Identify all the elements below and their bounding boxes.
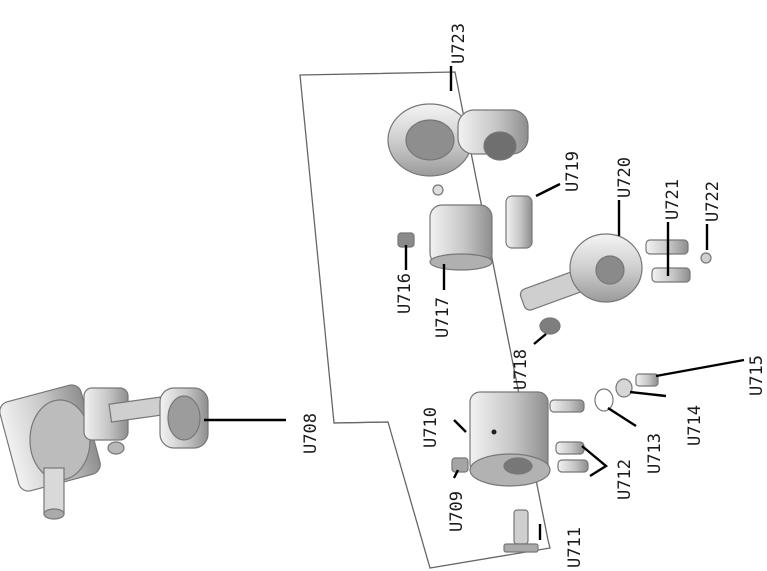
label-u710: U710 <box>421 407 441 448</box>
frame-callout-line <box>333 421 389 424</box>
leader-u713 <box>607 406 637 428</box>
small-ball <box>432 184 444 196</box>
label-u711: U711 <box>565 527 585 568</box>
leader-u718 <box>533 333 547 345</box>
leader-u712 <box>581 445 609 478</box>
part-u713 <box>594 388 614 412</box>
leader-u719 <box>535 182 561 198</box>
part-u712 <box>549 399 589 473</box>
part-u716 <box>397 232 415 248</box>
label-u717: U717 <box>433 297 453 338</box>
leader-u709 <box>452 469 460 479</box>
part-u719 <box>505 195 533 249</box>
part-u715 <box>635 373 659 387</box>
label-u709: U709 <box>447 491 467 532</box>
label-u714: U714 <box>685 405 705 446</box>
label-u712: U712 <box>615 459 635 500</box>
leader-u715 <box>655 358 745 378</box>
label-u722: U722 <box>703 181 723 222</box>
leader-u710 <box>453 419 467 433</box>
part-u720 <box>519 233 643 311</box>
label-u718: U718 <box>511 349 531 390</box>
part-u722 <box>700 252 712 264</box>
assembled-unit <box>0 384 209 520</box>
part-u711 <box>503 509 539 553</box>
part-u709 <box>451 457 469 473</box>
label-u716: U716 <box>395 273 415 314</box>
label-u715: U715 <box>747 355 767 396</box>
leader-u714 <box>629 390 667 398</box>
label-u713: U713 <box>645 433 665 474</box>
part-u714 <box>615 378 633 398</box>
label-u719: U719 <box>563 151 583 192</box>
part-u717 <box>429 204 493 271</box>
label-u708: U708 <box>301 413 321 454</box>
part-u710 <box>469 391 551 487</box>
label-u720: U720 <box>615 157 635 198</box>
label-u721: U721 <box>663 179 683 220</box>
label-u723: U723 <box>449 23 469 64</box>
part-u718 <box>539 317 561 335</box>
part-u723 <box>387 103 529 177</box>
